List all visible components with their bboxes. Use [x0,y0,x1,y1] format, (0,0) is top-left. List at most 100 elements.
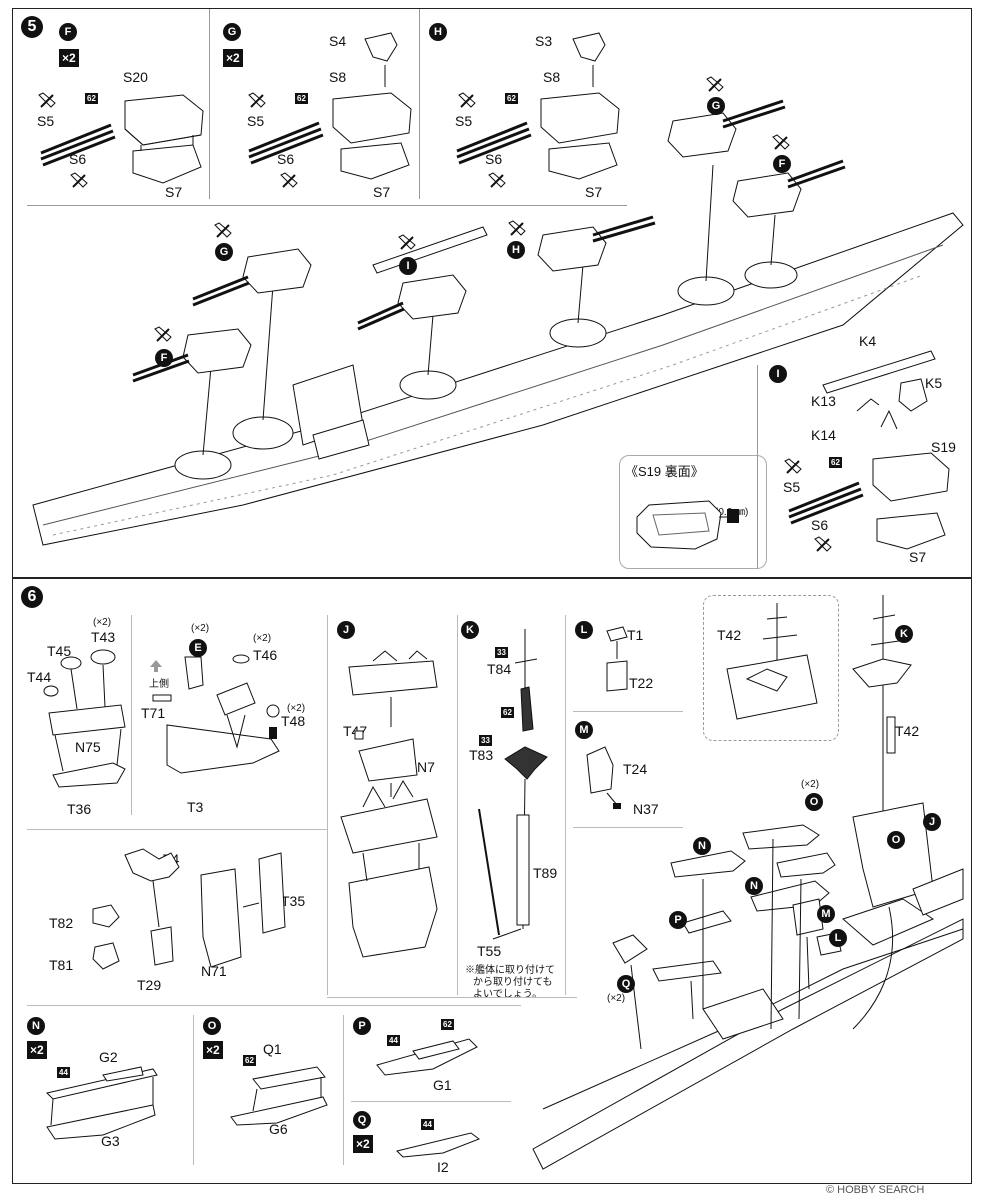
part-L-drawing [606,626,628,692]
boat-N-drawing [46,1066,158,1140]
turret-S8-drawing [248,32,412,180]
divider [343,1015,344,1165]
glue-icon [814,536,832,552]
marker-M: M [817,905,835,923]
multiplier-x2: ×2 [353,1135,373,1153]
t42-detail-drawing [726,603,818,720]
paint-code-44: 44 [421,1119,434,1130]
label-S20: S20 [123,69,148,85]
label-S7: S7 [165,184,183,200]
marker-G: G [215,243,233,261]
multiplier-paren-x2: (×2) [287,703,306,714]
multiplier-x2: ×2 [27,1041,47,1059]
label-T1: T1 [627,627,644,643]
label-S8: S8 [329,69,347,85]
marker-I: I [399,257,417,275]
note-t55-line1: ※艦体に取り付けて [465,965,555,976]
upper-side-label: 上側 [149,679,169,690]
label-T83: T83 [469,747,494,763]
hull-assembly-drawing [32,99,964,546]
marker-K: K [461,621,479,639]
label-T29: T29 [137,977,162,993]
marker-E: E [189,639,207,657]
marker-J: J [337,621,355,639]
marker-N: N [745,877,763,895]
divider [457,615,458,995]
label-S8: S8 [543,69,561,85]
label-S7: S7 [373,184,391,200]
label-S5: S5 [247,113,265,129]
marker-G: G [707,97,725,115]
multiplier-x2: ×2 [203,1041,223,1059]
paint-code-62: 62 [441,1019,454,1030]
step-6-panel: 6 (×2) T43 T45 T44 N75 T36 (×2) E (×2) T… [12,578,972,1184]
arrow-up-icon [150,660,162,672]
paint-code-44: 44 [57,1067,70,1078]
label-T42: T42 [895,723,920,739]
label-T81: T81 [49,957,74,973]
step-number-5: 5 [21,16,43,38]
marker-P: P [669,911,687,929]
glue-icon [458,92,476,108]
glue-icon [706,76,724,92]
boat-P-drawing [376,1038,478,1076]
paint-code-62: 62 [295,93,308,104]
marker-F: F [773,155,791,173]
step-number-6: 6 [21,586,43,608]
part-T4-assembly-drawing [92,848,286,970]
note-t55-line2: から取り付けても [473,977,553,988]
divider [351,1101,511,1102]
label-T42: T42 [717,627,742,643]
divider [27,829,327,830]
label-S7: S7 [909,549,927,565]
label-S5: S5 [783,479,801,495]
marker-K: K [895,625,913,643]
s19-back-title: 《S19 裏面》 [625,464,704,479]
label-T89: T89 [533,865,558,881]
label-I2: I2 [437,1159,449,1175]
divider [565,615,566,995]
label-S3: S3 [535,33,553,49]
label-T46: T46 [253,647,278,663]
part-T3-assembly-drawing [152,654,280,774]
step-5-panel: 5 F ×2 S20 62 S5 S6 S7 G ×2 S4 S8 62 S5 … [12,8,972,578]
marker-O: O [805,793,823,811]
label-N37: N37 [633,801,659,817]
label-K5: K5 [925,375,943,391]
label-T45: T45 [47,643,72,659]
multiplier-x2: ×2 [59,49,79,67]
glue-icon [784,458,802,474]
glue-icon [154,326,172,342]
marker-F: F [59,23,77,41]
divider [27,205,627,206]
multiplier-x2: ×2 [223,49,243,67]
label-G2: G2 [99,1049,118,1065]
paint-code-62: 62 [243,1055,256,1066]
marker-Q: Q [353,1111,371,1129]
divider [27,1005,521,1006]
divider [573,711,683,712]
paint-code-44: 44 [387,1035,400,1046]
glue-icon [398,234,416,250]
label-S6: S6 [277,151,295,167]
divider [327,997,577,998]
glue-icon [280,172,298,188]
paint-code-33: 33 [495,647,508,658]
multiplier-paren-x2: (×2) [253,633,272,644]
paint-code-33: 33 [479,735,492,746]
label-S4: S4 [329,33,347,49]
label-N71: N71 [201,963,227,979]
marker-J: J [923,813,941,831]
label-T55: T55 [477,943,502,959]
marker-I: I [769,365,787,383]
marker-L: L [575,621,593,639]
marker-O: O [203,1017,221,1035]
divider [193,1015,194,1165]
marker-G: G [223,23,241,41]
label-S7: S7 [585,184,603,200]
label-T43: T43 [91,629,116,645]
label-G1: G1 [433,1077,452,1093]
divider [209,9,210,199]
label-S6: S6 [485,151,503,167]
glue-icon [508,220,526,236]
